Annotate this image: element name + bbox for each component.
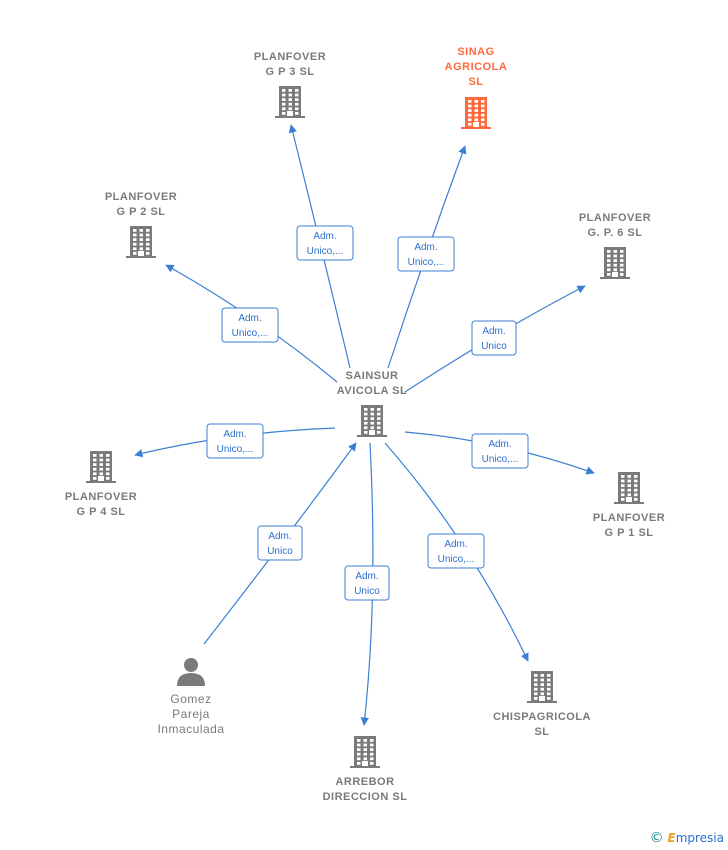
node-label: CHISPAGRICOLA: [493, 711, 591, 723]
brand-initial: E: [667, 831, 676, 845]
edge-label-text: Unico,...: [217, 444, 254, 455]
edge-label-box: [471, 320, 517, 356]
edge-center-gp6: Adm. Unico: [404, 285, 586, 393]
node-gp2[interactable]: PLANFOVER G P 2 SL: [105, 191, 177, 258]
node-label: G P 3 SL: [265, 66, 314, 78]
edge-label[interactable]: Adm. Unico: [257, 525, 303, 561]
building-icon: [461, 97, 491, 129]
brand-mark[interactable]: © Empresia: [650, 830, 724, 846]
edge-label-text: Adm.: [444, 539, 467, 550]
edge-label-box: [221, 307, 279, 343]
building-icon: [275, 86, 305, 118]
node-sinag[interactable]: SINAG AGRICOLA SL: [445, 46, 508, 129]
edge-label[interactable]: Adm. Unico,...: [397, 236, 455, 272]
edge-label-text: Unico,...: [408, 257, 445, 268]
edge-label-text: Unico: [481, 341, 507, 352]
node-label: ARREBOR: [335, 776, 394, 788]
edge-label[interactable]: Adm. Unico,...: [471, 433, 529, 469]
node-gp4[interactable]: PLANFOVER G P 4 SL: [65, 451, 137, 518]
edge-center-gp4: Adm. Unico,...: [134, 423, 336, 459]
node-chispa[interactable]: CHISPAGRICOLA SL: [493, 671, 591, 738]
building-icon: [126, 226, 156, 258]
node-label: G P 1 SL: [604, 527, 653, 539]
node-label: G. P. 6 SL: [588, 227, 643, 239]
edge-label-box: [427, 533, 485, 569]
edge-label-text: Adm.: [238, 313, 261, 324]
node-label: AVICOLA SL: [337, 385, 407, 397]
edge-label-text: Adm.: [414, 242, 437, 253]
edge-label-box: [344, 565, 390, 601]
edge-label[interactable]: Adm. Unico: [344, 565, 390, 601]
edge-label-box: [471, 433, 529, 469]
edge-center-gp3: Adm. Unico,...: [288, 124, 354, 369]
edge-center-sinag: Adm. Unico,...: [387, 145, 467, 369]
node-label: PLANFOVER: [579, 212, 651, 224]
edge-center-gp2: Adm. Unico,...: [165, 264, 338, 383]
edge-label-text: Adm.: [488, 439, 511, 450]
node-label: Gomez: [170, 692, 211, 706]
node-label: SAINSUR: [345, 370, 398, 382]
person-icon: [177, 658, 205, 686]
edges-layer: Adm.Unico,...Adm.Unico,...Adm.Unico,...A…: [134, 124, 595, 726]
node-center[interactable]: SAINSUR AVICOLA SL: [337, 370, 407, 437]
node-label: G P 4 SL: [76, 506, 125, 518]
copyright-icon: ©: [649, 830, 664, 846]
building-icon: [350, 736, 380, 768]
edge-center-arrebor: Adm. Unico: [344, 442, 390, 726]
edge-label-text: Unico: [354, 586, 380, 597]
edge-label-text: Adm.: [355, 571, 378, 582]
node-label: DIRECCION SL: [323, 791, 408, 803]
building-icon: [614, 472, 644, 504]
node-gp3[interactable]: PLANFOVER G P 3 SL: [254, 51, 326, 118]
edge-label-text: Unico,...: [307, 246, 344, 257]
nodes-layer: SAINSUR AVICOLA SL PLANFOVER G P 3 SL SINAG A…: [65, 46, 665, 803]
edge-label[interactable]: Adm. Unico: [471, 320, 517, 356]
building-icon: [357, 405, 387, 437]
edge-label-text: Adm.: [313, 231, 336, 242]
edge-gomez-center: Adm. Unico: [203, 442, 357, 645]
building-icon: [86, 451, 116, 483]
edge-label-text: Unico,...: [482, 454, 519, 465]
node-label: Inmaculada: [157, 722, 224, 736]
node-arrebor[interactable]: ARREBOR DIRECCION SL: [323, 736, 408, 803]
edge-label[interactable]: Adm. Unico,...: [206, 423, 264, 459]
edge-label[interactable]: Adm. Unico,...: [296, 225, 354, 261]
edge-label-box: [397, 236, 455, 272]
node-label: PLANFOVER: [254, 51, 326, 63]
node-label: Pareja: [172, 707, 210, 721]
edge-label-text: Adm.: [482, 326, 505, 337]
node-gp1[interactable]: PLANFOVER G P 1 SL: [593, 472, 665, 539]
node-gp6[interactable]: PLANFOVER G. P. 6 SL: [579, 212, 651, 279]
node-label: PLANFOVER: [105, 191, 177, 203]
edge-label-text: Unico,...: [232, 328, 269, 339]
brand-name: mpresia: [675, 831, 724, 845]
edge-label-box: [257, 525, 303, 561]
node-label: SL: [468, 76, 483, 88]
node-label: SL: [534, 726, 549, 738]
node-label: SINAG: [457, 46, 494, 58]
edge-label-box: [296, 225, 354, 261]
node-label: PLANFOVER: [65, 491, 137, 503]
edge-label-box: [206, 423, 264, 459]
edge-label-text: Adm.: [268, 531, 291, 542]
edge-label-text: Unico: [267, 546, 293, 557]
edge-label[interactable]: Adm. Unico,...: [221, 307, 279, 343]
building-icon: [600, 247, 630, 279]
edge-label[interactable]: Adm. Unico,...: [427, 533, 485, 569]
node-label: G P 2 SL: [116, 206, 165, 218]
building-icon: [527, 671, 557, 703]
edge-label-text: Unico,...: [438, 554, 475, 565]
edge-center-chispa: Adm. Unico,...: [384, 442, 529, 662]
node-label: AGRICOLA: [445, 61, 508, 73]
edge-center-gp1: Adm. Unico,...: [404, 431, 595, 475]
edge-label-text: Adm.: [223, 429, 246, 440]
node-label: PLANFOVER: [593, 512, 665, 524]
